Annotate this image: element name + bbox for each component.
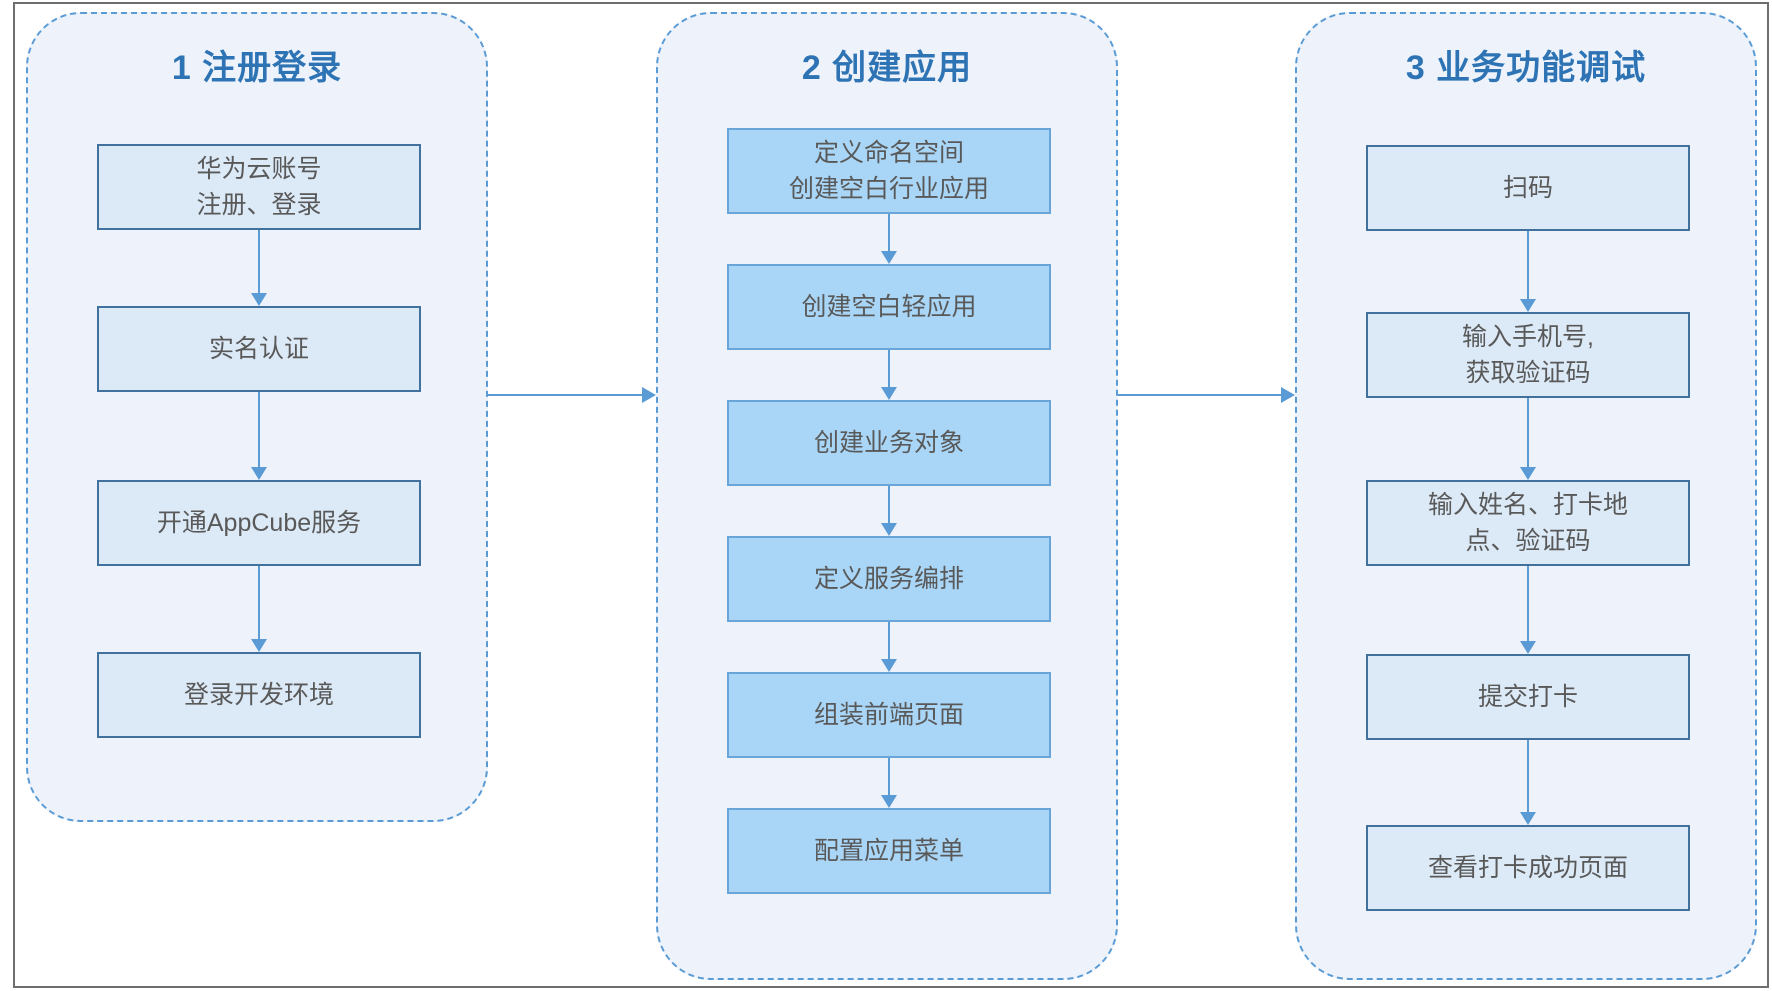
down-arrow-connector xyxy=(1520,231,1536,312)
step-box: 创建空白轻应用 xyxy=(727,264,1051,350)
down-arrow-connector xyxy=(881,622,897,672)
down-arrow-connector xyxy=(1520,398,1536,480)
step-box: 提交打卡 xyxy=(1366,654,1690,740)
stage-container-register-login: 1 注册登录 华为云账号 注册、登录 实名认证 开通AppCube服务 登录开发… xyxy=(26,12,488,822)
step-box: 定义服务编排 xyxy=(727,536,1051,622)
stage-container-create-app: 2 创建应用 定义命名空间 创建空白行业应用 创建空白轻应用 创建业务对象 定义… xyxy=(656,12,1118,980)
right-arrow-connector xyxy=(1118,387,1295,403)
down-arrow-connector xyxy=(1520,566,1536,654)
down-arrow-connector xyxy=(881,350,897,400)
down-arrow-connector xyxy=(881,758,897,808)
down-arrow-connector xyxy=(251,392,267,480)
stage-title: 2 创建应用 xyxy=(801,49,973,87)
stage-title: 1 注册登录 xyxy=(171,49,343,87)
step-box: 开通AppCube服务 xyxy=(97,480,421,566)
step-box: 华为云账号 注册、登录 xyxy=(97,144,421,230)
down-arrow-connector xyxy=(251,230,267,306)
stage-title: 3 业务功能调试 xyxy=(1405,49,1647,87)
step-box: 定义命名空间 创建空白行业应用 xyxy=(727,128,1051,214)
right-arrow-connector xyxy=(488,387,656,403)
down-arrow-connector xyxy=(251,566,267,652)
step-box: 组装前端页面 xyxy=(727,672,1051,758)
step-box: 输入姓名、打卡地 点、验证码 xyxy=(1366,480,1690,566)
stage-container-function-debug: 3 业务功能调试 扫码 输入手机号, 获取验证码 输入姓名、打卡地 点、验证码 … xyxy=(1295,12,1757,980)
step-box: 查看打卡成功页面 xyxy=(1366,825,1690,911)
down-arrow-connector xyxy=(881,486,897,536)
step-box: 实名认证 xyxy=(97,306,421,392)
step-box: 创建业务对象 xyxy=(727,400,1051,486)
step-box: 登录开发环境 xyxy=(97,652,421,738)
step-box: 配置应用菜单 xyxy=(727,808,1051,894)
step-box: 输入手机号, 获取验证码 xyxy=(1366,312,1690,398)
down-arrow-connector xyxy=(1520,740,1536,825)
step-box: 扫码 xyxy=(1366,145,1690,231)
down-arrow-connector xyxy=(881,214,897,264)
